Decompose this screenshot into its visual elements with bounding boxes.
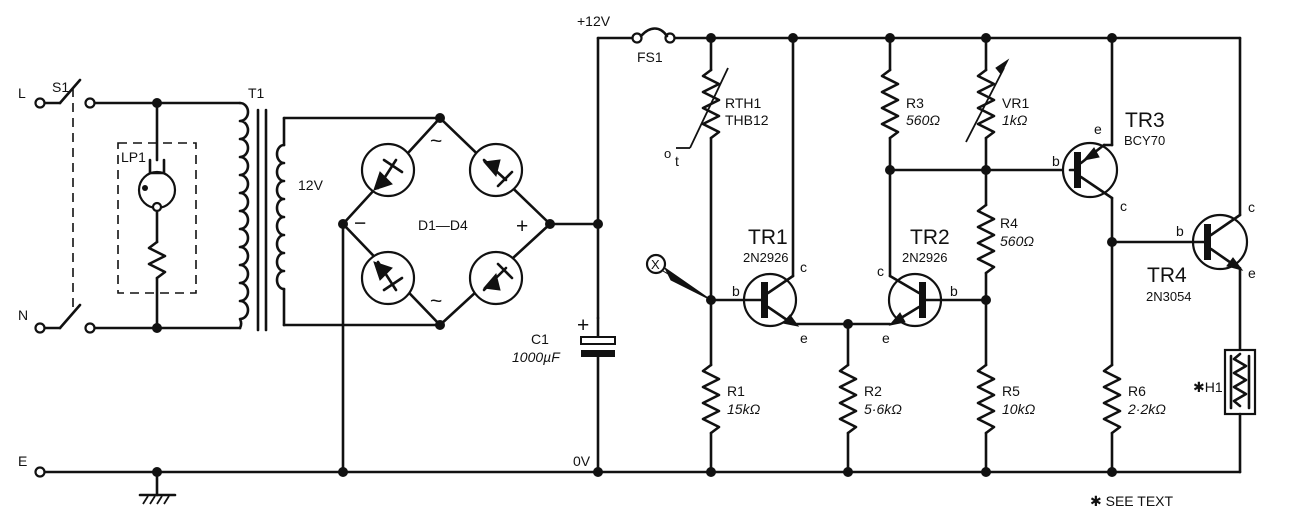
- capacitor-c1: + C1 1000µF: [512, 314, 616, 474]
- capacitor-value: 1000µF: [512, 349, 561, 365]
- bridge-rectifier-d1-d4: ~ ~ − + D1—D4: [282, 113, 555, 330]
- resistor-r1-value: 15kΩ: [727, 401, 761, 417]
- bridge-positive: +: [516, 215, 528, 238]
- thermistor-ref: RTH1: [725, 95, 762, 111]
- test-point-label: X: [651, 257, 660, 272]
- resistor-r3-ref: R3: [906, 95, 924, 111]
- capacitor-polarity: +: [577, 314, 589, 337]
- resistor-r2-ref: R2: [864, 383, 882, 399]
- tr2-collector: c: [877, 263, 884, 279]
- neutral-terminal: [34, 322, 46, 334]
- resistor-r2: R2 5·6kΩ: [838, 322, 902, 474]
- capacitor-ref: C1: [531, 331, 549, 347]
- tr2-base: b: [950, 283, 958, 299]
- tr4-ref: TR4: [1147, 264, 1187, 287]
- tr4-base: b: [1176, 223, 1184, 239]
- transistor-tr1: TR1 2N2926 b c e: [732, 36, 892, 346]
- tr2-type: 2N2926: [902, 250, 948, 265]
- tr3-emitter: e: [1094, 121, 1102, 137]
- tr3-collector: c: [1120, 198, 1127, 214]
- resistor-r5: R5 10kΩ: [976, 363, 1036, 474]
- heater-h1: ✱H1: [1193, 348, 1257, 474]
- resistor-r4-value: 560Ω: [1000, 233, 1034, 249]
- tr4-emitter: e: [1248, 265, 1256, 281]
- tr4-collector: c: [1248, 199, 1255, 215]
- thermistor-type: THB12: [725, 112, 769, 128]
- tr2-ref: TR2: [910, 226, 950, 249]
- resistor-r4-ref: R4: [1000, 215, 1018, 231]
- resistor-r4: R4 560Ω: [888, 165, 1072, 367]
- bridge-label: D1—D4: [418, 217, 468, 233]
- tr1-base: b: [732, 283, 740, 299]
- primary-wiring: [93, 98, 242, 333]
- zero-volt-label: 0V: [573, 453, 591, 469]
- tr2-emitter: e: [882, 330, 890, 346]
- resistor-r5-value: 10kΩ: [1002, 401, 1036, 417]
- tr3-ref: TR3: [1125, 109, 1165, 132]
- preset-ref: VR1: [1002, 95, 1029, 111]
- resistor-r1: R1 15kΩ: [701, 295, 761, 474]
- tr1-type: 2N2926: [743, 250, 789, 265]
- live-label: L: [18, 85, 26, 101]
- transistor-tr2: TR2 2N2926 c b e: [877, 226, 991, 346]
- tr1-collector: c: [800, 259, 807, 275]
- lamp-label: LP1: [121, 149, 146, 165]
- thermistor-t: t: [675, 153, 679, 169]
- neutral-label: N: [18, 307, 28, 323]
- preset-value: 1kΩ: [1002, 112, 1028, 128]
- secondary-voltage-label: 12V: [298, 177, 324, 193]
- fuse-label: FS1: [637, 49, 663, 65]
- bridge-ac-top: ~: [430, 130, 442, 153]
- supply-voltage-label: +12V: [577, 13, 611, 29]
- transistor-tr3: TR3 BCY70 b e c: [1052, 36, 1165, 367]
- resistor-r6-value: 2·2kΩ: [1127, 401, 1166, 417]
- earth-label: E: [18, 453, 27, 469]
- heater-label: ✱H1: [1193, 379, 1223, 395]
- resistor-r2-value: 5·6kΩ: [864, 401, 902, 417]
- preset-vr1: VR1 1kΩ: [965, 36, 1029, 207]
- resistor-r6-ref: R6: [1128, 383, 1146, 399]
- fuse-fs1: FS1: [631, 27, 676, 65]
- switch-label: S1: [52, 79, 69, 95]
- transformer-t1: T1 12V: [238, 85, 324, 332]
- positive-rail: +12V: [548, 13, 1242, 320]
- resistor-r6: R6 2·2kΩ: [1102, 363, 1166, 474]
- thermistor-o: o: [664, 146, 671, 161]
- tr1-emitter: e: [800, 330, 808, 346]
- bridge-negative: −: [354, 212, 366, 235]
- mains-input: L N E: [18, 85, 46, 478]
- resistor-r3-value: 560Ω: [906, 112, 940, 128]
- resistor-r5-ref: R5: [1002, 383, 1020, 399]
- bridge-ac-bottom: ~: [430, 290, 442, 313]
- resistor-r1-ref: R1: [727, 383, 745, 399]
- thermistor-rth1: RTH1 THB12 o t: [664, 36, 769, 302]
- neon-lamp-lp1: LP1: [117, 101, 197, 330]
- live-terminal: [34, 97, 46, 109]
- tr3-type: BCY70: [1124, 133, 1165, 148]
- mains-switch-s1: S1: [43, 78, 96, 334]
- tr4-type: 2N3054: [1146, 289, 1192, 304]
- test-point-x: X: [645, 253, 712, 301]
- resistor-r3: R3 560Ω: [880, 36, 940, 278]
- ground-rail: 0V: [43, 222, 1242, 505]
- transistor-tr4: TR4 2N3054 b c e: [1110, 36, 1256, 352]
- tr3-base: b: [1052, 153, 1060, 169]
- tr1-ref: TR1: [748, 226, 788, 249]
- footnote: ✱ SEE TEXT: [1090, 493, 1173, 508]
- transformer-label: T1: [248, 85, 265, 101]
- earth-terminal: [34, 466, 46, 478]
